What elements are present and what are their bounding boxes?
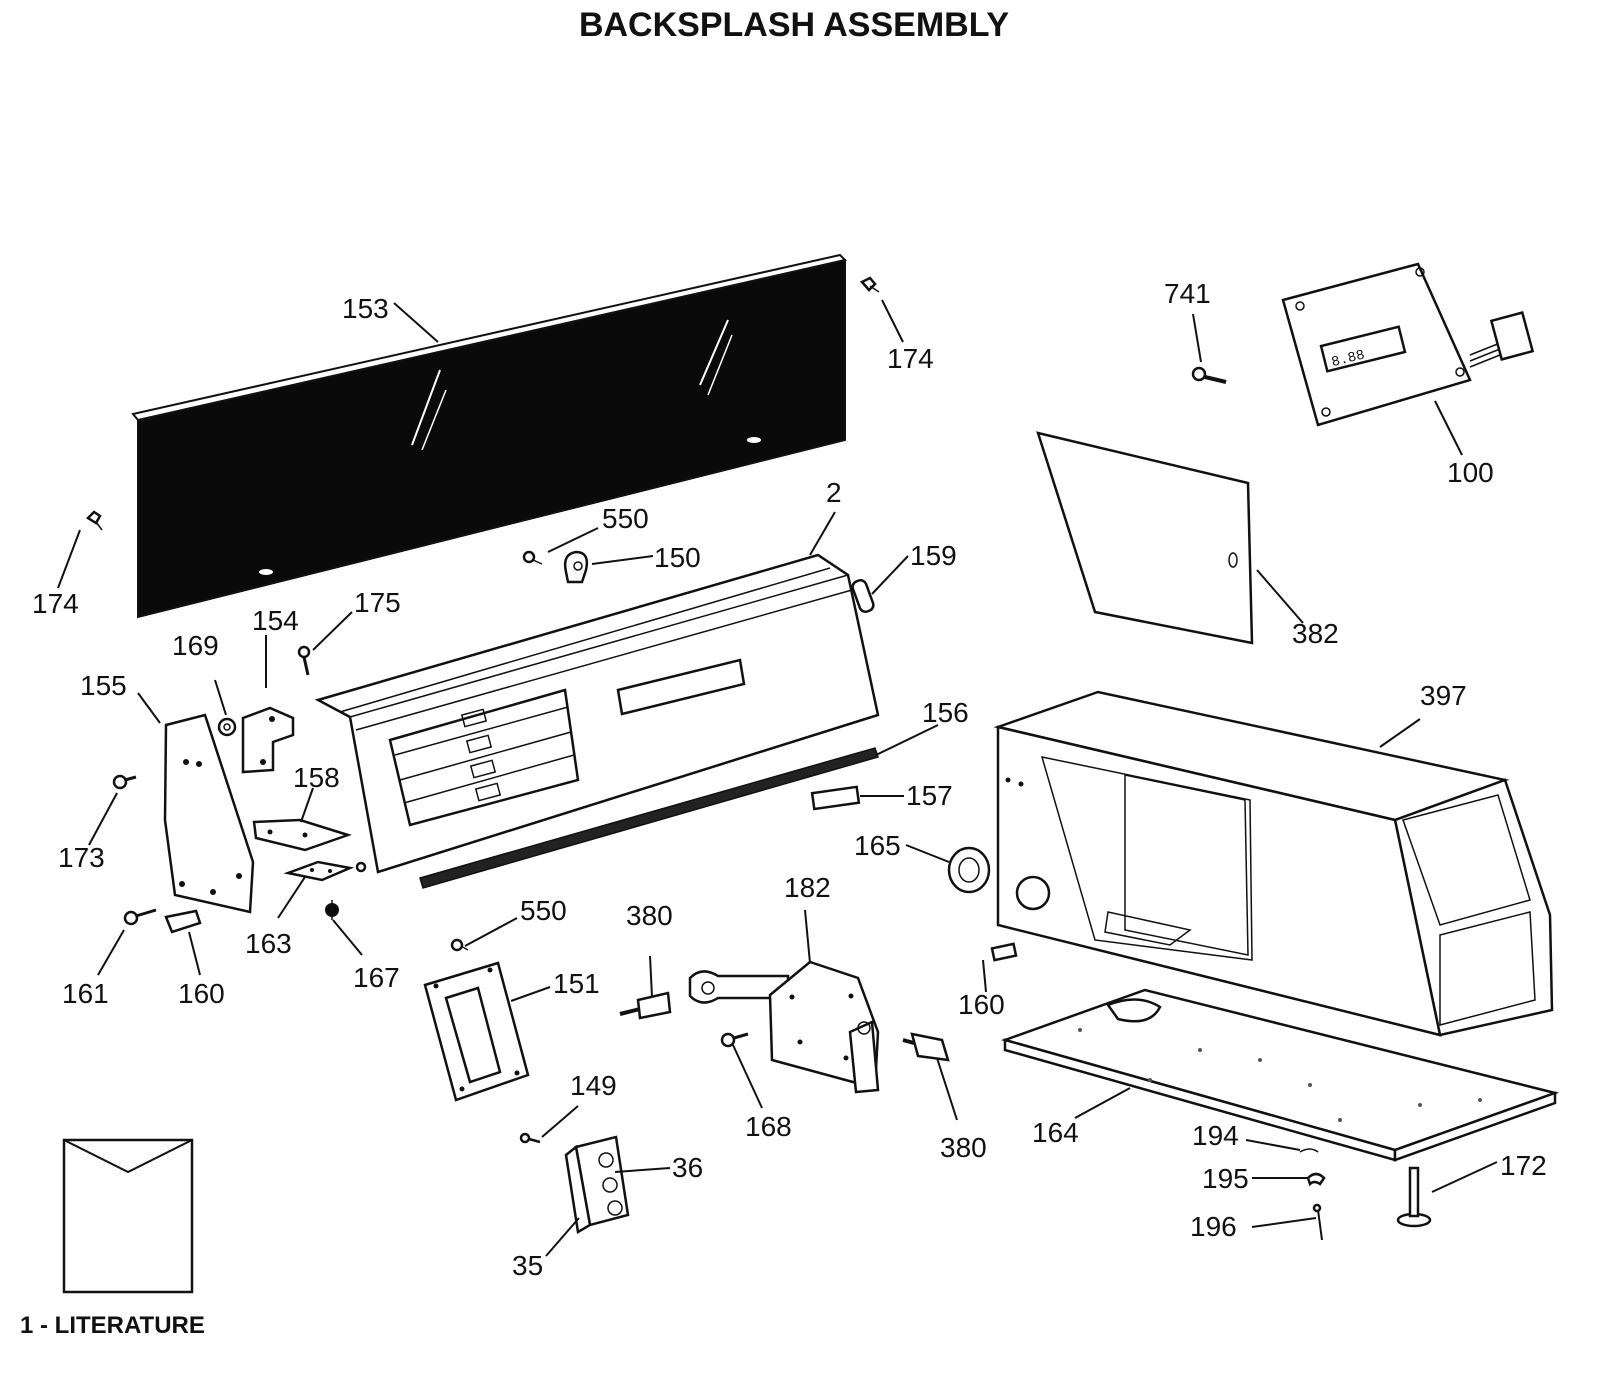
part-159-grommet [851,579,875,613]
part-156-trim-strip [419,747,879,889]
callout-182: 182 [784,872,831,903]
diagram-title: BACKSPLASH ASSEMBLY [579,6,1009,44]
part-100-display-board: 8.88 [1281,262,1535,427]
part-161-screw [123,908,157,926]
part-36-terminal-block [564,1135,630,1235]
part-153-glass-panel [131,253,847,619]
callout-380-lower: 380 [940,1132,987,1163]
callout-156: 156 [922,697,969,728]
part-194-wire-clip [1299,1148,1319,1153]
part-195-clip [1306,1172,1326,1187]
callout-35: 35 [512,1250,543,1281]
part-382-cover-plate [1036,431,1254,645]
callout-161: 161 [62,978,109,1009]
callout-175: 175 [354,587,401,618]
callout-382: 382 [1292,618,1339,649]
part-168-screw [720,1032,749,1048]
part-151-bezel [423,961,530,1102]
part-2-control-panel [314,553,880,874]
callout-100: 100 [1447,457,1494,488]
part-163-plate [283,860,367,882]
callout-168: 168 [745,1111,792,1142]
callout-153: 153 [342,293,389,324]
callout-167: 167 [353,962,400,993]
part-154-bracket [241,706,295,774]
part-174-screw-right [859,276,880,293]
leader-lines [57,299,1498,1257]
callout-194: 194 [1192,1120,1239,1151]
part-173-screw [112,774,137,790]
part-741-screw [1191,366,1227,384]
callout-173: 173 [58,842,105,873]
callout-397: 397 [1420,680,1467,711]
literature-label: 1 - LITERATURE [20,1312,205,1339]
callout-164: 164 [1032,1117,1079,1148]
callout-36: 36 [672,1152,703,1183]
part-160-clip-left [164,909,202,934]
display-digits: 8.88 [1330,347,1366,371]
callout-158: 158 [293,762,340,793]
callout-149: 149 [570,1070,617,1101]
part-169-washer [217,717,237,737]
callout-159: 159 [910,540,957,571]
callout-174-right: 174 [887,343,934,374]
callout-174-left: 174 [32,588,79,619]
part-157-indicator-light [810,785,861,811]
callout-157: 157 [906,780,953,811]
callout-195: 195 [1202,1163,1249,1194]
callout-550-upper: 550 [602,503,649,534]
part-196-pin [1312,1203,1323,1241]
callout-160-left: 160 [178,978,225,1009]
literature-envelope [62,1138,194,1294]
part-550-screw-lower [450,938,469,952]
part-174-screw-left [86,510,103,531]
part-380-knob-left [619,991,672,1020]
callout-2: 2 [826,477,842,508]
callout-labels: 153 174 174 741 100 2 550 150 159 382 17… [32,278,1547,1281]
callout-151: 151 [553,968,600,999]
part-150-clip [563,550,589,584]
callout-155: 155 [80,670,127,701]
part-165-bushing [947,846,991,894]
callout-172: 172 [1500,1150,1547,1181]
part-380-knob-right [902,1032,950,1062]
part-172-leveling-leg [1396,1166,1432,1228]
callout-380-upper: 380 [626,900,673,931]
part-175-screw [297,645,311,676]
callout-163: 163 [245,928,292,959]
callout-196: 196 [1190,1211,1237,1242]
part-158-bracket [252,818,352,852]
part-550-screw-upper [522,550,543,565]
callout-150: 150 [654,542,701,573]
part-155-side-bracket [163,713,255,914]
part-164-base-plate [1000,988,1560,1162]
callout-169: 169 [172,630,219,661]
callout-165: 165 [854,830,901,861]
callout-550-lower: 550 [520,895,567,926]
callout-154: 154 [252,605,299,636]
part-160-clip-right [990,942,1018,962]
callout-741: 741 [1164,278,1211,309]
part-182-bracket [688,960,880,1094]
callout-160-right: 160 [958,989,1005,1020]
part-149-screw [519,1132,541,1144]
part-397-housing [993,690,1554,1037]
part-167-screw [325,900,339,920]
